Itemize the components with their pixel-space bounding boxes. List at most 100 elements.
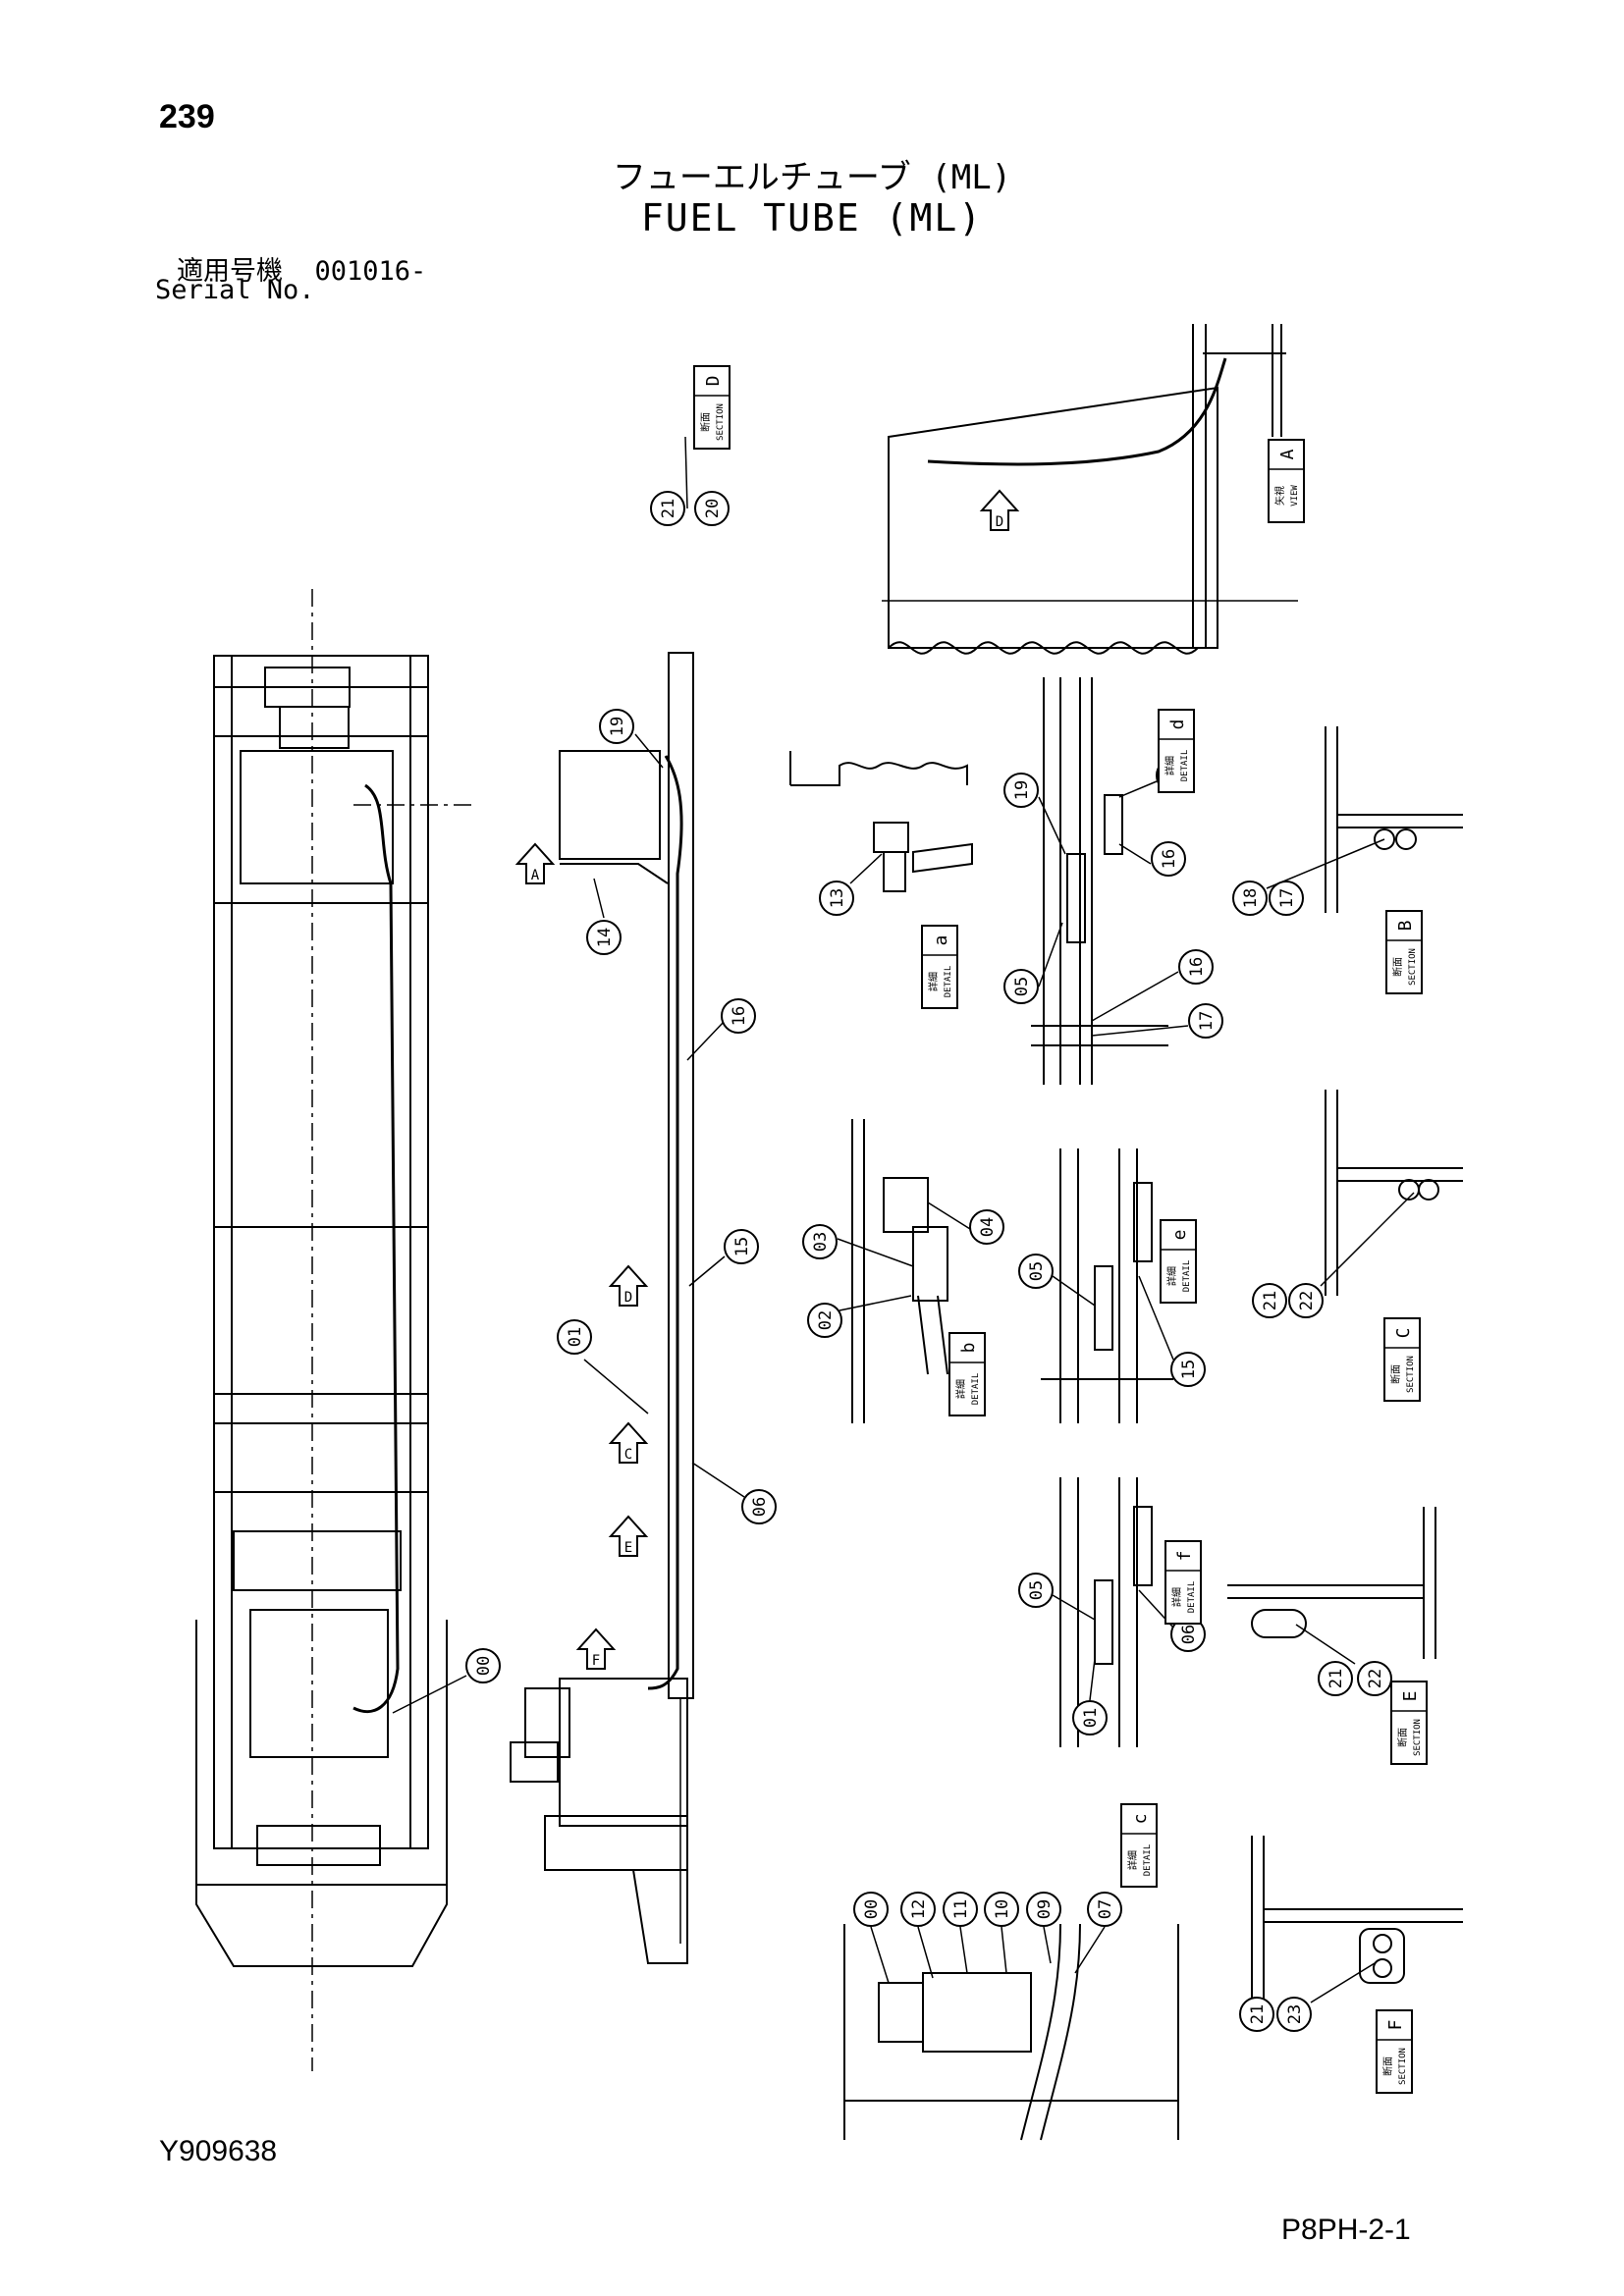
callout-leader-line	[688, 1255, 726, 1287]
callout-number: 06	[1179, 1625, 1199, 1644]
callout-bubble: 20	[694, 491, 730, 526]
tag-letter: C	[1393, 1328, 1414, 1339]
callout-leader-line	[392, 1675, 467, 1714]
view-a-drawing	[882, 324, 1298, 655]
callout-number: 17	[1197, 1011, 1217, 1031]
callout-leader-line	[1052, 1594, 1096, 1621]
callout-leader-line	[1091, 971, 1179, 1022]
callout-bubble: 16	[1151, 841, 1186, 877]
tag-english: SECTION	[1408, 948, 1418, 986]
tag-english: DETAIL	[1180, 750, 1190, 782]
view-arrow-letter: E	[624, 1540, 632, 1556]
serial-value: 001016-	[314, 256, 427, 287]
callout-number: 22	[1366, 1669, 1385, 1688]
callout-leader-line	[684, 436, 688, 509]
callout-leader-line	[1295, 1624, 1356, 1665]
tag-japanese: 断面	[1396, 1728, 1409, 1747]
callout-number: 21	[1326, 1669, 1346, 1688]
callout-bubble: 22	[1357, 1661, 1392, 1696]
main-frame-plan-view	[195, 589, 476, 2071]
callout-number: 10	[993, 1899, 1012, 1919]
callout-number: 19	[1012, 780, 1032, 800]
callout-bubble: 05	[1018, 1573, 1054, 1608]
callout-bubble: 05	[1003, 969, 1039, 1004]
view-arrow: A	[514, 842, 556, 884]
tag-english: SECTION	[1413, 1719, 1423, 1756]
callout-leader-line	[1052, 1275, 1096, 1307]
tag-letter: e	[1169, 1230, 1190, 1241]
callout-bubble: 19	[599, 709, 634, 744]
callout-number: 03	[811, 1232, 831, 1252]
tag-english: DETAIL	[1143, 1844, 1153, 1877]
callout-bubble: 00	[853, 1892, 889, 1927]
callout-bubble: 16	[1178, 949, 1214, 985]
tag-letter: D	[703, 376, 724, 387]
callout-bubble: 03	[802, 1224, 838, 1259]
callout-leader-line	[1118, 843, 1152, 865]
callout-bubble: 21	[1252, 1283, 1287, 1318]
callout-number: 15	[1179, 1360, 1199, 1379]
callout-number: 18	[1241, 888, 1261, 908]
view-arrow-letter: F	[592, 1653, 600, 1669]
tag-english: VIEW	[1290, 485, 1300, 507]
callout-bubble: 04	[969, 1209, 1004, 1245]
callout-bubble: 06	[741, 1489, 777, 1524]
callout-number: 01	[566, 1327, 585, 1347]
callout-bubble: 11	[943, 1892, 978, 1927]
callout-number: 13	[828, 888, 847, 908]
callout-bubble: 07	[1087, 1892, 1122, 1927]
callout-number: 21	[659, 499, 678, 518]
detail-e-drawing	[1041, 1148, 1173, 1423]
detail-b-drawing	[851, 1119, 948, 1423]
view-arrow: C	[608, 1421, 649, 1464]
callout-leader-line	[1310, 1962, 1376, 2003]
view-arrow-letter: A	[531, 868, 540, 883]
callout-leader-line	[1043, 1926, 1052, 1964]
callout-bubble: 15	[724, 1229, 759, 1264]
callout-number: 16	[1160, 849, 1179, 869]
callout-number: 20	[703, 499, 723, 518]
callout-number: 02	[816, 1310, 836, 1330]
tag-letter: d	[1167, 720, 1188, 730]
tag-japanese: 断面	[1389, 1364, 1402, 1384]
section-c-drawing	[1325, 1090, 1463, 1296]
tag-japanese: 詳細	[954, 1379, 967, 1399]
callout-bubble: 19	[1003, 773, 1039, 808]
callout-number: 17	[1277, 888, 1297, 908]
detail-a-drawing	[789, 751, 973, 892]
callout-number: 14	[595, 928, 615, 947]
callout-leader-line	[593, 878, 605, 919]
view-arrow: D	[608, 1264, 649, 1307]
callout-leader-line	[1138, 1275, 1174, 1361]
callout-bubble: 01	[1072, 1700, 1108, 1735]
tag-letter: A	[1277, 449, 1298, 459]
callout-bubble: 13	[819, 881, 854, 916]
view-arrow: D	[979, 489, 1020, 531]
view-arrow-letter: D	[624, 1290, 632, 1306]
callout-bubble: 21	[1239, 1997, 1274, 2032]
callout-leader-line	[849, 853, 883, 884]
serial-label-japanese: 適用号機 001016-	[177, 249, 426, 288]
callout-number: 22	[1297, 1291, 1317, 1310]
tag-letter: B	[1395, 921, 1416, 932]
callout-leader-line	[691, 1462, 745, 1498]
callout-bubble: 16	[721, 998, 756, 1034]
page-code: P8PH-2-1	[1281, 2214, 1411, 2246]
tag-japanese: 断面	[699, 412, 712, 432]
callout-leader-line	[1320, 1192, 1415, 1287]
callout-number: 05	[1027, 1261, 1047, 1281]
page-number: 239	[159, 98, 215, 135]
view-arrow-letter: C	[624, 1447, 632, 1463]
callout-bubble: 23	[1276, 1997, 1312, 2032]
tag-letter: f	[1174, 1551, 1195, 1562]
callout-bubble: 22	[1288, 1283, 1324, 1318]
tag-letter: c	[1130, 1814, 1151, 1825]
